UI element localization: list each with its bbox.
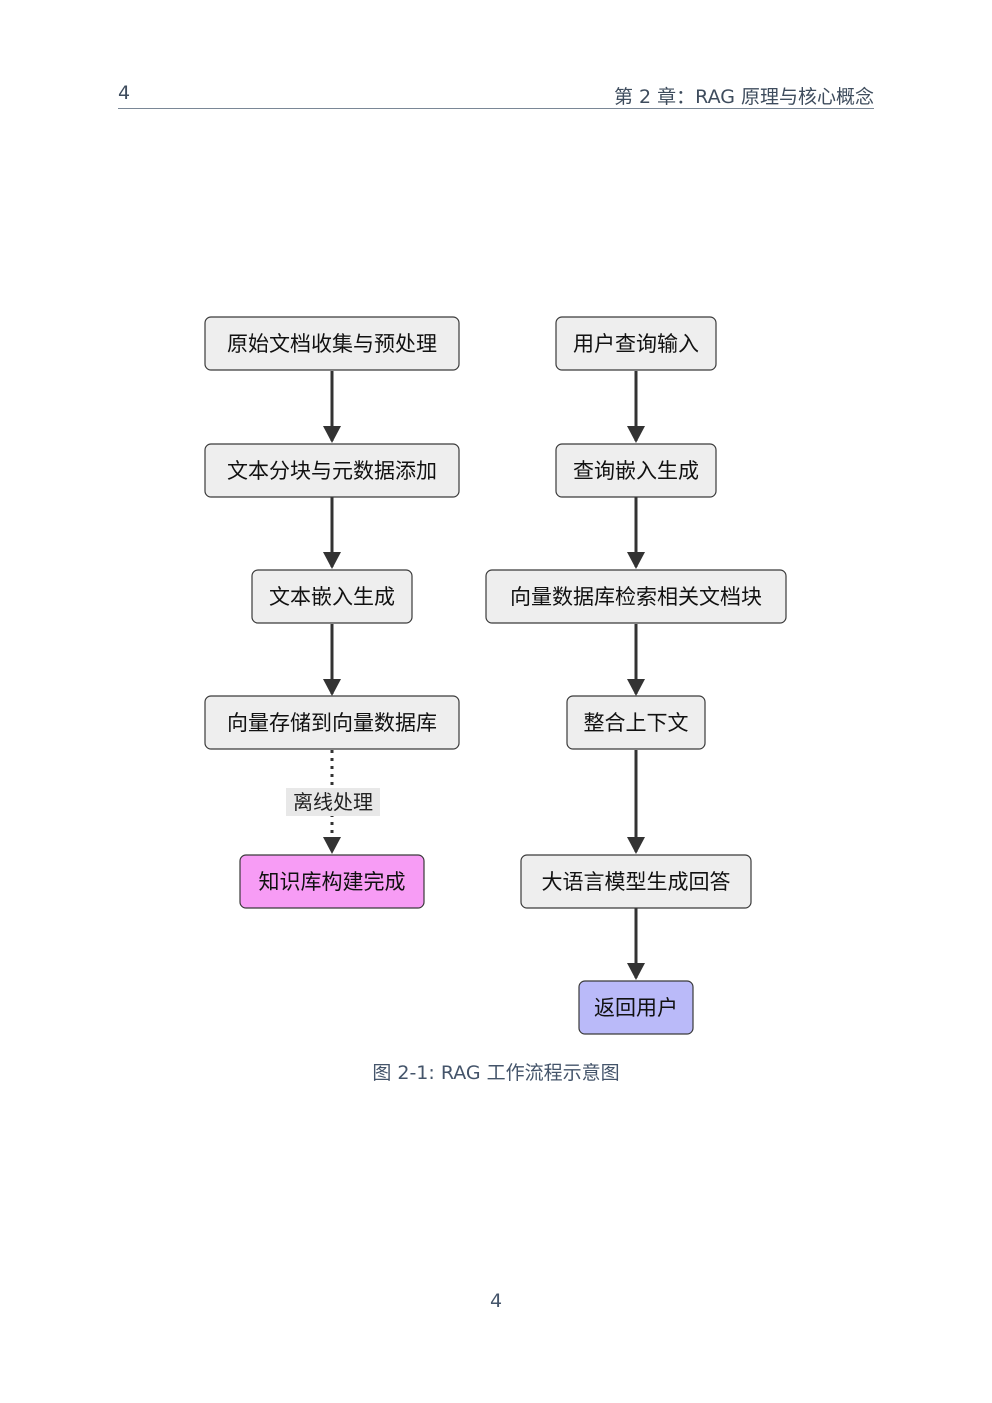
arrow-head bbox=[323, 837, 341, 854]
node-vector-retrieval: 向量数据库检索相关文档块 bbox=[485, 569, 787, 624]
node-label: 整合上下文 bbox=[584, 711, 689, 735]
arrow-head bbox=[323, 426, 341, 443]
node-label: 大语言模型生成回答 bbox=[542, 870, 731, 894]
node-vector-store: 向量存储到向量数据库 bbox=[204, 695, 460, 750]
node-label: 原始文档收集与预处理 bbox=[227, 332, 437, 356]
node-label: 向量存储到向量数据库 bbox=[227, 711, 437, 735]
node-label: 返回用户 bbox=[594, 996, 678, 1020]
node-label: 查询嵌入生成 bbox=[573, 459, 699, 483]
node-text-embedding: 文本嵌入生成 bbox=[251, 569, 413, 624]
node-label: 文本分块与元数据添加 bbox=[227, 459, 437, 483]
edge-label-offline: 离线处理 bbox=[293, 790, 373, 814]
node-text-chunking: 文本分块与元数据添加 bbox=[204, 443, 460, 498]
edge-label-background bbox=[286, 788, 380, 816]
page-header: 4 第 2 章：RAG 原理与核心概念 bbox=[118, 80, 874, 109]
arrow-head bbox=[627, 552, 645, 569]
node-knowledge-base-done: 知识库构建完成 bbox=[239, 854, 425, 909]
footer-page-number: 4 bbox=[489, 1290, 503, 1312]
arrow-head bbox=[627, 426, 645, 443]
arrow-head bbox=[323, 679, 341, 696]
node-integrate-context: 整合上下文 bbox=[566, 695, 706, 750]
arrow-head bbox=[627, 963, 645, 980]
arrow-head bbox=[627, 837, 645, 854]
arrow-head bbox=[627, 679, 645, 696]
node-user-query-input: 用户查询输入 bbox=[555, 316, 717, 371]
node-label: 知识库构建完成 bbox=[259, 870, 406, 894]
node-query-embedding: 查询嵌入生成 bbox=[555, 443, 717, 498]
node-label: 用户查询输入 bbox=[573, 332, 699, 356]
header-chapter-title: 第 2 章：RAG 原理与核心概念 bbox=[613, 86, 874, 108]
node-label: 文本嵌入生成 bbox=[269, 585, 395, 609]
offline-edges: 离线处理 bbox=[286, 371, 380, 854]
arrow-head bbox=[323, 552, 341, 569]
figure-caption: 图 2-1: RAG 工作流程示意图 bbox=[372, 1062, 620, 1084]
node-llm-generate-answer: 大语言模型生成回答 bbox=[520, 854, 752, 909]
online-edges bbox=[627, 371, 645, 980]
node-return-user: 返回用户 bbox=[578, 980, 694, 1035]
header-page-number: 4 bbox=[118, 82, 131, 104]
node-label: 向量数据库检索相关文档块 bbox=[510, 585, 762, 609]
node-doc-collect-preprocess: 原始文档收集与预处理 bbox=[204, 316, 460, 371]
